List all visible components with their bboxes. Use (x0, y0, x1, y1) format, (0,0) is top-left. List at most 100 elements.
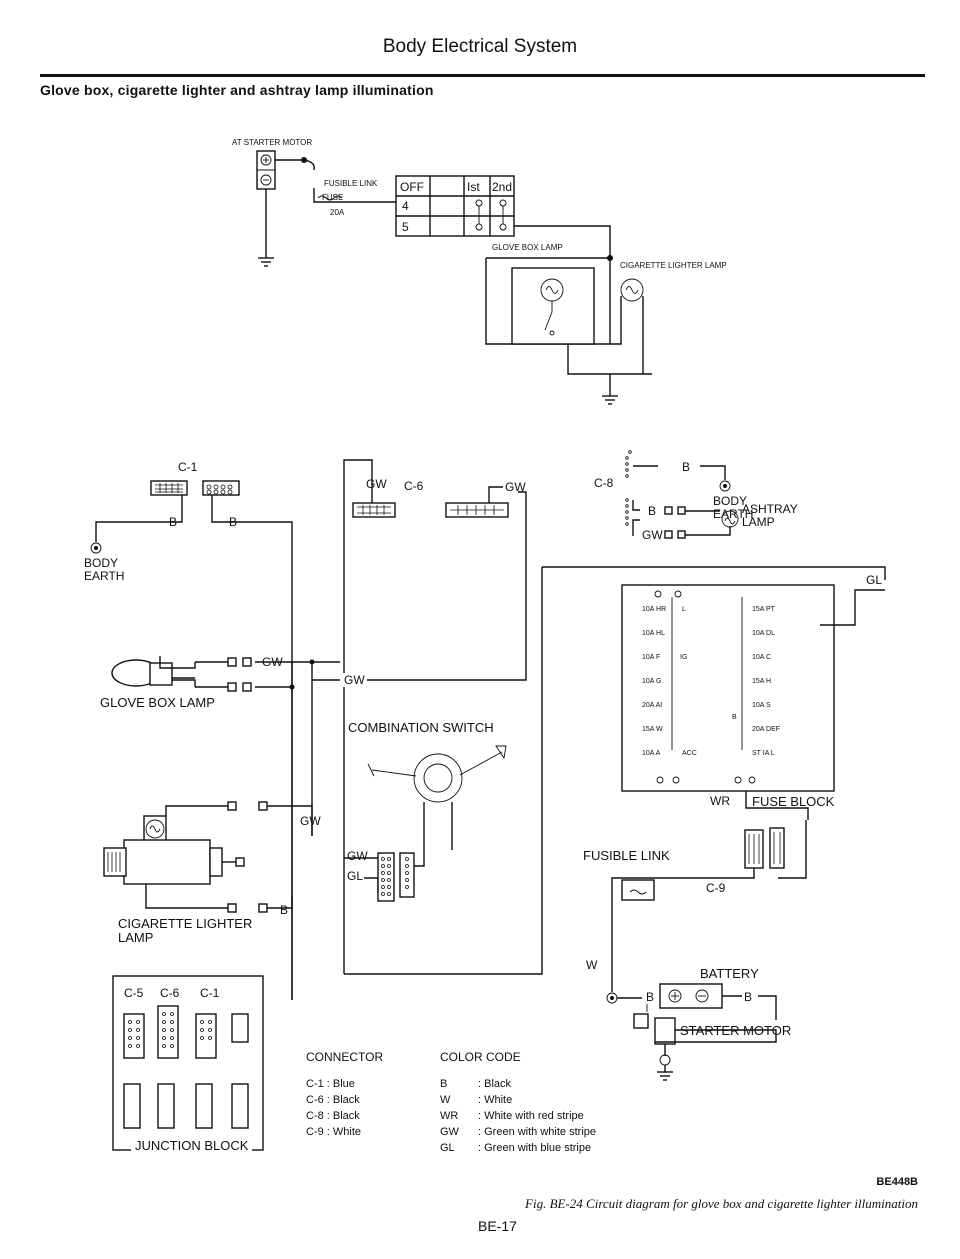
ashtray-label-2: LAMP (742, 515, 775, 529)
fuse-block-label: FUSE BLOCK (752, 794, 835, 809)
combination-switch-symbol (344, 745, 507, 893)
fuse-wr-label: WR (710, 794, 730, 808)
right-body-earth-2: EARTH (713, 507, 754, 521)
fuse-left-1: 10A HR (642, 606, 667, 613)
top-ground (258, 257, 274, 267)
fuse-left-4: 10A G (642, 678, 662, 685)
color-code-4-desc: : Green with white stripe (478, 1126, 596, 1138)
junction-block-title: JUNCTION BLOCK (131, 1138, 253, 1153)
figure-code: BE448B (876, 1176, 918, 1188)
center-gw2: GW (505, 480, 526, 494)
junction-c1: C-1 (200, 986, 220, 1000)
color-code-heading: COLOR CODE (440, 1050, 521, 1064)
glove-box-lamp-symbol (111, 656, 237, 692)
left-gw-lower: GW (300, 814, 321, 828)
color-code-4-code: GW (440, 1126, 459, 1138)
left-gw-label: GW (262, 655, 283, 669)
top-fuse-label: FUSE (322, 193, 344, 202)
color-code-5-desc: : Green with blue stripe (478, 1142, 592, 1154)
top-amp-label: 20A (330, 208, 345, 217)
fuse-left-3: 10A F (642, 654, 661, 661)
page-header-title: Body Electrical System (382, 36, 578, 57)
right-body-earth-1: BODY (713, 494, 748, 508)
color-code-1-desc: : Black (478, 1078, 512, 1090)
right-starter-motor-label: STARTER MOTOR (680, 1023, 792, 1038)
fuse-tag-acc: ACC (682, 750, 697, 757)
right-b-label: B (682, 460, 691, 474)
ashtray-b-label: B (648, 504, 657, 518)
top-starter-motor-label: AT STARTER MOTOR (232, 138, 313, 147)
ign-header-1st: Ist (467, 180, 480, 194)
starter-motor-right (633, 1004, 777, 1045)
connector-row-1: C-1 : Blue (306, 1078, 355, 1090)
fuse-gl-label: GL (866, 573, 883, 587)
c8-label: C-8 (594, 476, 614, 490)
c8-connector (625, 450, 632, 526)
center-gw1: GW (366, 477, 387, 491)
cigarette-lighter-symbol (103, 801, 245, 913)
fuse-left-7: 10A A (642, 750, 661, 757)
ign-row-5: 5 (402, 220, 409, 234)
fuse-left-2: 10A HL (642, 630, 665, 637)
fuse-block-symbol (621, 584, 885, 792)
fuse-tag-ig: IG (680, 654, 688, 661)
cig-b-label: B (280, 903, 289, 917)
section-subtitle: Glove box, cigarette lighter and ashtray… (40, 82, 434, 98)
c9-label: C-9 (706, 881, 726, 895)
junction-c6: C-6 (160, 986, 180, 1000)
fuse-left-5: 20A AI (642, 702, 663, 709)
fuse-tag-b: B (732, 714, 737, 721)
ignition-switch-grid (395, 175, 515, 237)
switch-gl-label: GL (347, 869, 364, 883)
ashtray-gw-label: GW (642, 528, 663, 542)
fuse-right-3: 10A C (752, 654, 772, 661)
color-code-5-code: GL (440, 1142, 455, 1154)
ign-row-4: 4 (402, 199, 409, 213)
battery-right (659, 983, 723, 1009)
color-code-3-desc: : White with red stripe (478, 1110, 584, 1122)
color-code-3-code: WR (440, 1110, 459, 1122)
battery-b1: B (646, 990, 655, 1004)
connector-row-3: C-8 : Black (306, 1110, 360, 1122)
c6-label: C-6 (404, 479, 424, 493)
battery-b2: B (744, 990, 753, 1004)
connector-row-2: C-6 : Black (306, 1094, 360, 1106)
fuse-right-7: ST IA L (752, 750, 775, 757)
switch-gw-label: GW (347, 849, 368, 863)
cig-lamp-top (610, 278, 644, 374)
junction-block-drawing (112, 975, 264, 1151)
fuse-right-2: 10A DL (752, 630, 775, 637)
fuse-right-5: 10A S (752, 702, 771, 709)
right-w-label: W (586, 958, 598, 972)
ign-header-2nd: 2nd (492, 180, 513, 194)
right-fusible-link-label: FUSIBLE LINK (583, 848, 670, 863)
left-body-earth-2: EARTH (84, 569, 125, 583)
connector-heading: CONNECTOR (306, 1050, 384, 1064)
ign-header-off: OFF (400, 180, 424, 194)
left-body-earth-1: BODY (84, 556, 119, 570)
color-code-2-code: W (440, 1094, 451, 1106)
header-rule (40, 74, 925, 77)
left-b2: B (229, 515, 238, 529)
fuse-right-1: 15A PT (752, 606, 775, 613)
c9-connector (621, 879, 655, 901)
battery-label: BATTERY (700, 966, 759, 981)
ashtray-label-1: ASHTRAY (742, 502, 798, 516)
c6-connector (352, 502, 509, 518)
fusible-link-right (611, 820, 807, 900)
junction-c5: C-5 (124, 986, 144, 1000)
combination-switch-connector (377, 852, 415, 902)
left-glove-box-lamp-label: GLOVE BOX LAMP (100, 695, 215, 710)
fuse-tag-l: L (682, 606, 686, 613)
top-fusible-link-label: FUSIBLE LINK (324, 179, 378, 188)
c1-label: C-1 (178, 460, 198, 474)
left-cig-lighter-label-1: CIGARETTE LIGHTER (118, 916, 253, 931)
figure-caption: Fig. BE-24 Circuit diagram for glove box… (525, 1196, 918, 1211)
fuse-right-6: 20A DEF (752, 726, 781, 733)
left-cig-lighter-label-2: LAMP (118, 930, 154, 945)
top-battery (256, 150, 276, 190)
page-number: BE-17 (478, 1218, 517, 1234)
top-glove-box-lamp-label: GLOVE BOX LAMP (492, 243, 563, 252)
top-cig-lighter-lamp-label: CIGARETTE LIGHTER LAMP (620, 261, 727, 270)
